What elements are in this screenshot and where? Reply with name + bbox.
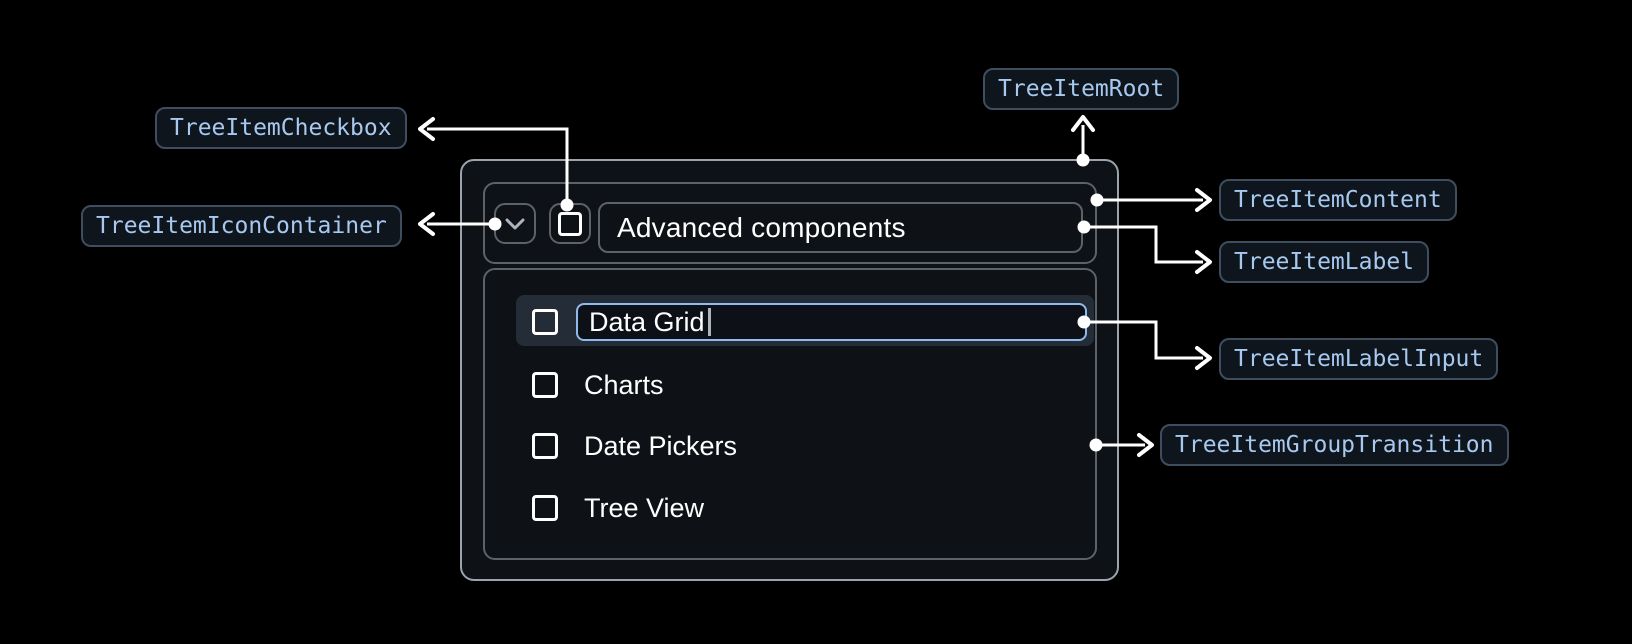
- chevron-down-icon: [505, 218, 525, 229]
- tree-item-group-transition: [483, 268, 1097, 560]
- checkbox-unchecked-icon[interactable]: [532, 495, 558, 521]
- checkbox-unchecked-icon[interactable]: [532, 372, 558, 398]
- tree-item-root: [460, 159, 1119, 581]
- badge-tree-item-label: TreeItemLabel: [1219, 241, 1430, 283]
- badge-tree-item-content: TreeItemContent: [1219, 179, 1457, 221]
- tree-item-checkbox[interactable]: [549, 203, 591, 244]
- badge-tree-item-icon-container: TreeItemIconContainer: [81, 205, 402, 247]
- tree-item-label-input[interactable]: Data Grid: [576, 303, 1087, 341]
- badge-tree-item-root: TreeItemRoot: [983, 68, 1180, 110]
- badge-tree-item-group-transition: TreeItemGroupTransition: [1160, 424, 1509, 466]
- badge-tree-item-checkbox: TreeItemCheckbox: [155, 107, 407, 149]
- checkbox-unchecked-icon: [558, 211, 582, 236]
- badge-tree-item-label-input: TreeItemLabelInput: [1219, 338, 1499, 380]
- checkbox-unchecked-icon[interactable]: [532, 433, 558, 459]
- parent-item-label: Advanced components: [617, 211, 906, 243]
- tree-item-label[interactable]: Charts: [584, 370, 664, 400]
- tree-item-label[interactable]: Date Pickers: [584, 431, 738, 461]
- tree-item-label[interactable]: Tree View: [584, 493, 705, 523]
- tree-item-label: Advanced components: [598, 202, 1083, 253]
- text-caret: [707, 308, 711, 336]
- tree-item-icon-container[interactable]: [494, 203, 536, 244]
- label-input-value: Data Grid: [589, 306, 705, 337]
- checkbox-unchecked-icon[interactable]: [532, 309, 558, 335]
